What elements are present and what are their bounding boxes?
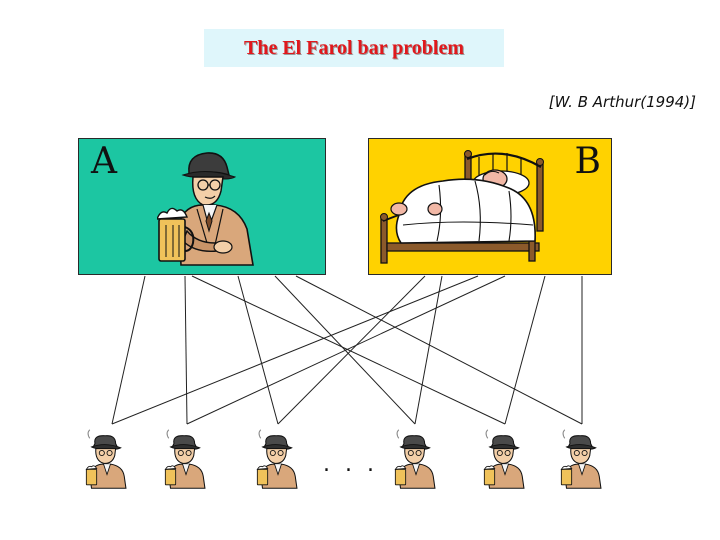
connection-line [111,275,479,425]
connection-line [274,275,416,425]
connection-line [184,275,188,425]
connection-line [111,275,146,425]
agent-person-icon [560,429,602,489]
page-title: The El Farol bar problem [243,36,465,59]
agent-person-icon [483,429,525,489]
box-a-label: A [91,141,117,182]
person-in-bed-icon [380,150,544,264]
connection-line [504,275,546,425]
connection-line [237,275,279,425]
connection-line [414,275,443,425]
agent-person-icon [394,429,436,489]
box-b: B [368,138,612,275]
citation: [W. B Arthur(1994)] [548,93,696,111]
agent-person-icon [85,429,127,489]
drinker-with-beer-icon [157,152,254,266]
connection-line [295,275,583,425]
box-b-label: B [574,141,601,182]
box-a: A [78,138,326,275]
title-box: The El Farol bar problem [204,29,504,67]
agent-person-icon [256,429,298,489]
agent-person-icon [164,429,206,489]
agents-ellipsis: . . . [323,452,378,477]
connection-line [191,275,506,425]
connection-line [277,275,426,425]
connection-line [186,275,506,425]
